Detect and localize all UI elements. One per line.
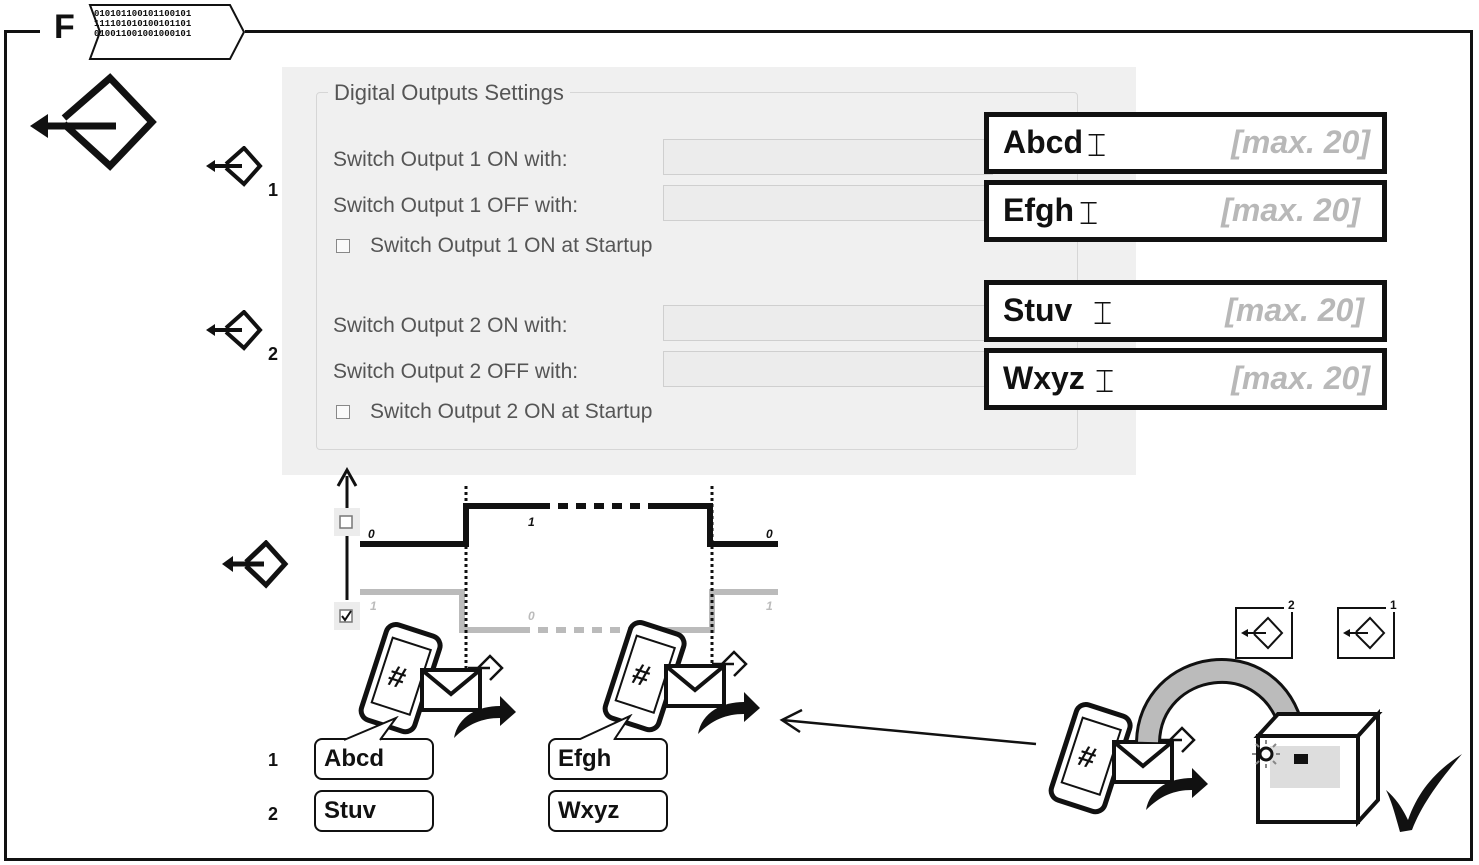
pointer-arrow: [779, 708, 1037, 746]
text-cursor-icon: ⌶: [1095, 363, 1115, 399]
row-number-1: 1: [268, 750, 279, 770]
upper-level-label: 0: [368, 527, 375, 541]
value-box-output2-off: Wxyz ⌶ [max. 20]: [984, 348, 1387, 410]
upper-signal-left: [360, 503, 540, 547]
max-hint: [max. 20]: [1231, 360, 1370, 396]
value-text: Stuv: [1003, 292, 1073, 328]
upper-signal-right: [648, 503, 778, 547]
output2-startup-label: Switch Output 2 ON at Startup: [370, 400, 653, 423]
group-title: Digital Outputs Settings: [328, 80, 570, 106]
send-arrow-icon: [454, 696, 516, 738]
timing-diagram: 0 1 0 1 0 1: [334, 466, 778, 672]
envelope-icon: [420, 668, 482, 712]
digital-output-icon-3: [222, 540, 289, 589]
output-mini-icon: [721, 650, 748, 677]
outer-frame: [4, 30, 1473, 861]
value-text: Efgh: [1003, 192, 1075, 228]
output1-on-input[interactable]: [663, 139, 993, 175]
output2-on-input[interactable]: [663, 305, 993, 341]
phone-icon: #: [358, 621, 443, 735]
icon-subscript-2: 2: [268, 344, 279, 364]
sms-bubble-efgh: Efgh: [548, 738, 668, 780]
envelope-icon: [664, 664, 726, 708]
checkmark-icon: [1386, 754, 1462, 832]
max-hint: [max. 20]: [1225, 292, 1364, 328]
lower-level-label: 0: [528, 609, 535, 623]
binary-code: 010101100101100101 111101010100101101 01…: [94, 9, 191, 39]
output1-startup-label: Switch Output 1 ON at Startup: [370, 234, 653, 257]
digital-output-icon-2: [206, 310, 263, 351]
output2-off-input[interactable]: [663, 351, 993, 387]
badge-number: 2: [1288, 598, 1295, 612]
envelope-icon: [1112, 740, 1174, 784]
sms-send-group-1: #: [358, 621, 516, 738]
value-box-output2-on: Stuv ⌶ [max. 20]: [984, 280, 1387, 342]
value-box-output1-on: Abcd ⌶ [max. 20]: [984, 112, 1387, 174]
phone-to-device-illustration: #: [1048, 657, 1462, 832]
badge-number: 1: [1390, 598, 1397, 612]
output2-on-label: Switch Output 2 ON with:: [333, 314, 568, 337]
binary-line-3: 010011001001000101: [94, 29, 192, 39]
device-box-icon: [1252, 708, 1383, 828]
upper-level-label: 1: [528, 515, 535, 529]
bubble-text: Stuv: [324, 797, 377, 824]
text-cursor-icon: ⌶: [1079, 195, 1099, 231]
output2-off-label: Switch Output 2 OFF with:: [333, 360, 579, 383]
row-number-2: 2: [268, 804, 279, 824]
axis-arrow-icon: [336, 466, 358, 487]
led-icon: [1258, 746, 1274, 762]
led-glow-icon: [1252, 740, 1280, 768]
digital-output-icon-large: [30, 73, 157, 171]
text-cursor-icon: ⌶: [1093, 295, 1113, 331]
output-1-device-icon: 1: [1337, 598, 1400, 659]
value-box-output1-off: Efgh ⌶ [max. 20]: [984, 180, 1387, 242]
sms-bubble-abcd: Abcd: [314, 738, 434, 780]
max-hint: [max. 20]: [1231, 124, 1370, 160]
bubble-text: Wxyz: [558, 797, 620, 824]
output-2-device-icon: 2: [1235, 598, 1298, 659]
sms-bubble-stuv: Stuv: [314, 790, 434, 832]
binary-line-2: 111101010100101101: [94, 19, 192, 29]
lower-signal-left: [360, 589, 520, 633]
unchecked-checkbox-icon: [339, 515, 353, 529]
section-letter: F: [54, 8, 75, 46]
text-cursor-icon: ⌶: [1087, 127, 1107, 163]
value-text: Wxyz: [1003, 360, 1085, 396]
output-mini-icon: [1169, 726, 1196, 753]
value-text: Abcd: [1003, 124, 1083, 160]
output1-startup-checkbox[interactable]: [336, 239, 350, 253]
output1-on-label: Switch Output 1 ON with:: [333, 148, 568, 171]
transfer-arc: [1138, 660, 1302, 743]
send-arrow-icon: [1146, 768, 1208, 810]
bubble-tail-1: [343, 716, 399, 741]
icon-subscript-1: 1: [268, 180, 279, 200]
output2-startup-checkbox[interactable]: [336, 405, 350, 419]
binary-tag-shape: [88, 4, 246, 60]
digital-outputs-groupbox: [316, 92, 1078, 450]
sms-bubble-wxyz: Wxyz: [548, 790, 668, 832]
digital-output-icon-1: [206, 146, 263, 187]
bubble-text: Efgh: [558, 745, 612, 772]
output1-off-label: Switch Output 1 OFF with:: [333, 194, 579, 217]
send-arrow-icon: [698, 692, 760, 734]
output1-off-input[interactable]: [663, 185, 993, 221]
bubble-text: Abcd: [324, 745, 384, 772]
lower-level-label: 1: [766, 599, 773, 613]
max-hint: [max. 20]: [1221, 192, 1360, 228]
bubble-tail-2: [577, 714, 633, 740]
upper-level-label: 0: [766, 527, 773, 541]
binary-line-1: 010101100101100101: [94, 9, 192, 19]
checkmark-mini-icon: [341, 610, 352, 622]
output-mini-icon: [477, 654, 504, 681]
sms-send-group-2: #: [602, 619, 760, 734]
lower-level-label: 1: [370, 599, 377, 613]
